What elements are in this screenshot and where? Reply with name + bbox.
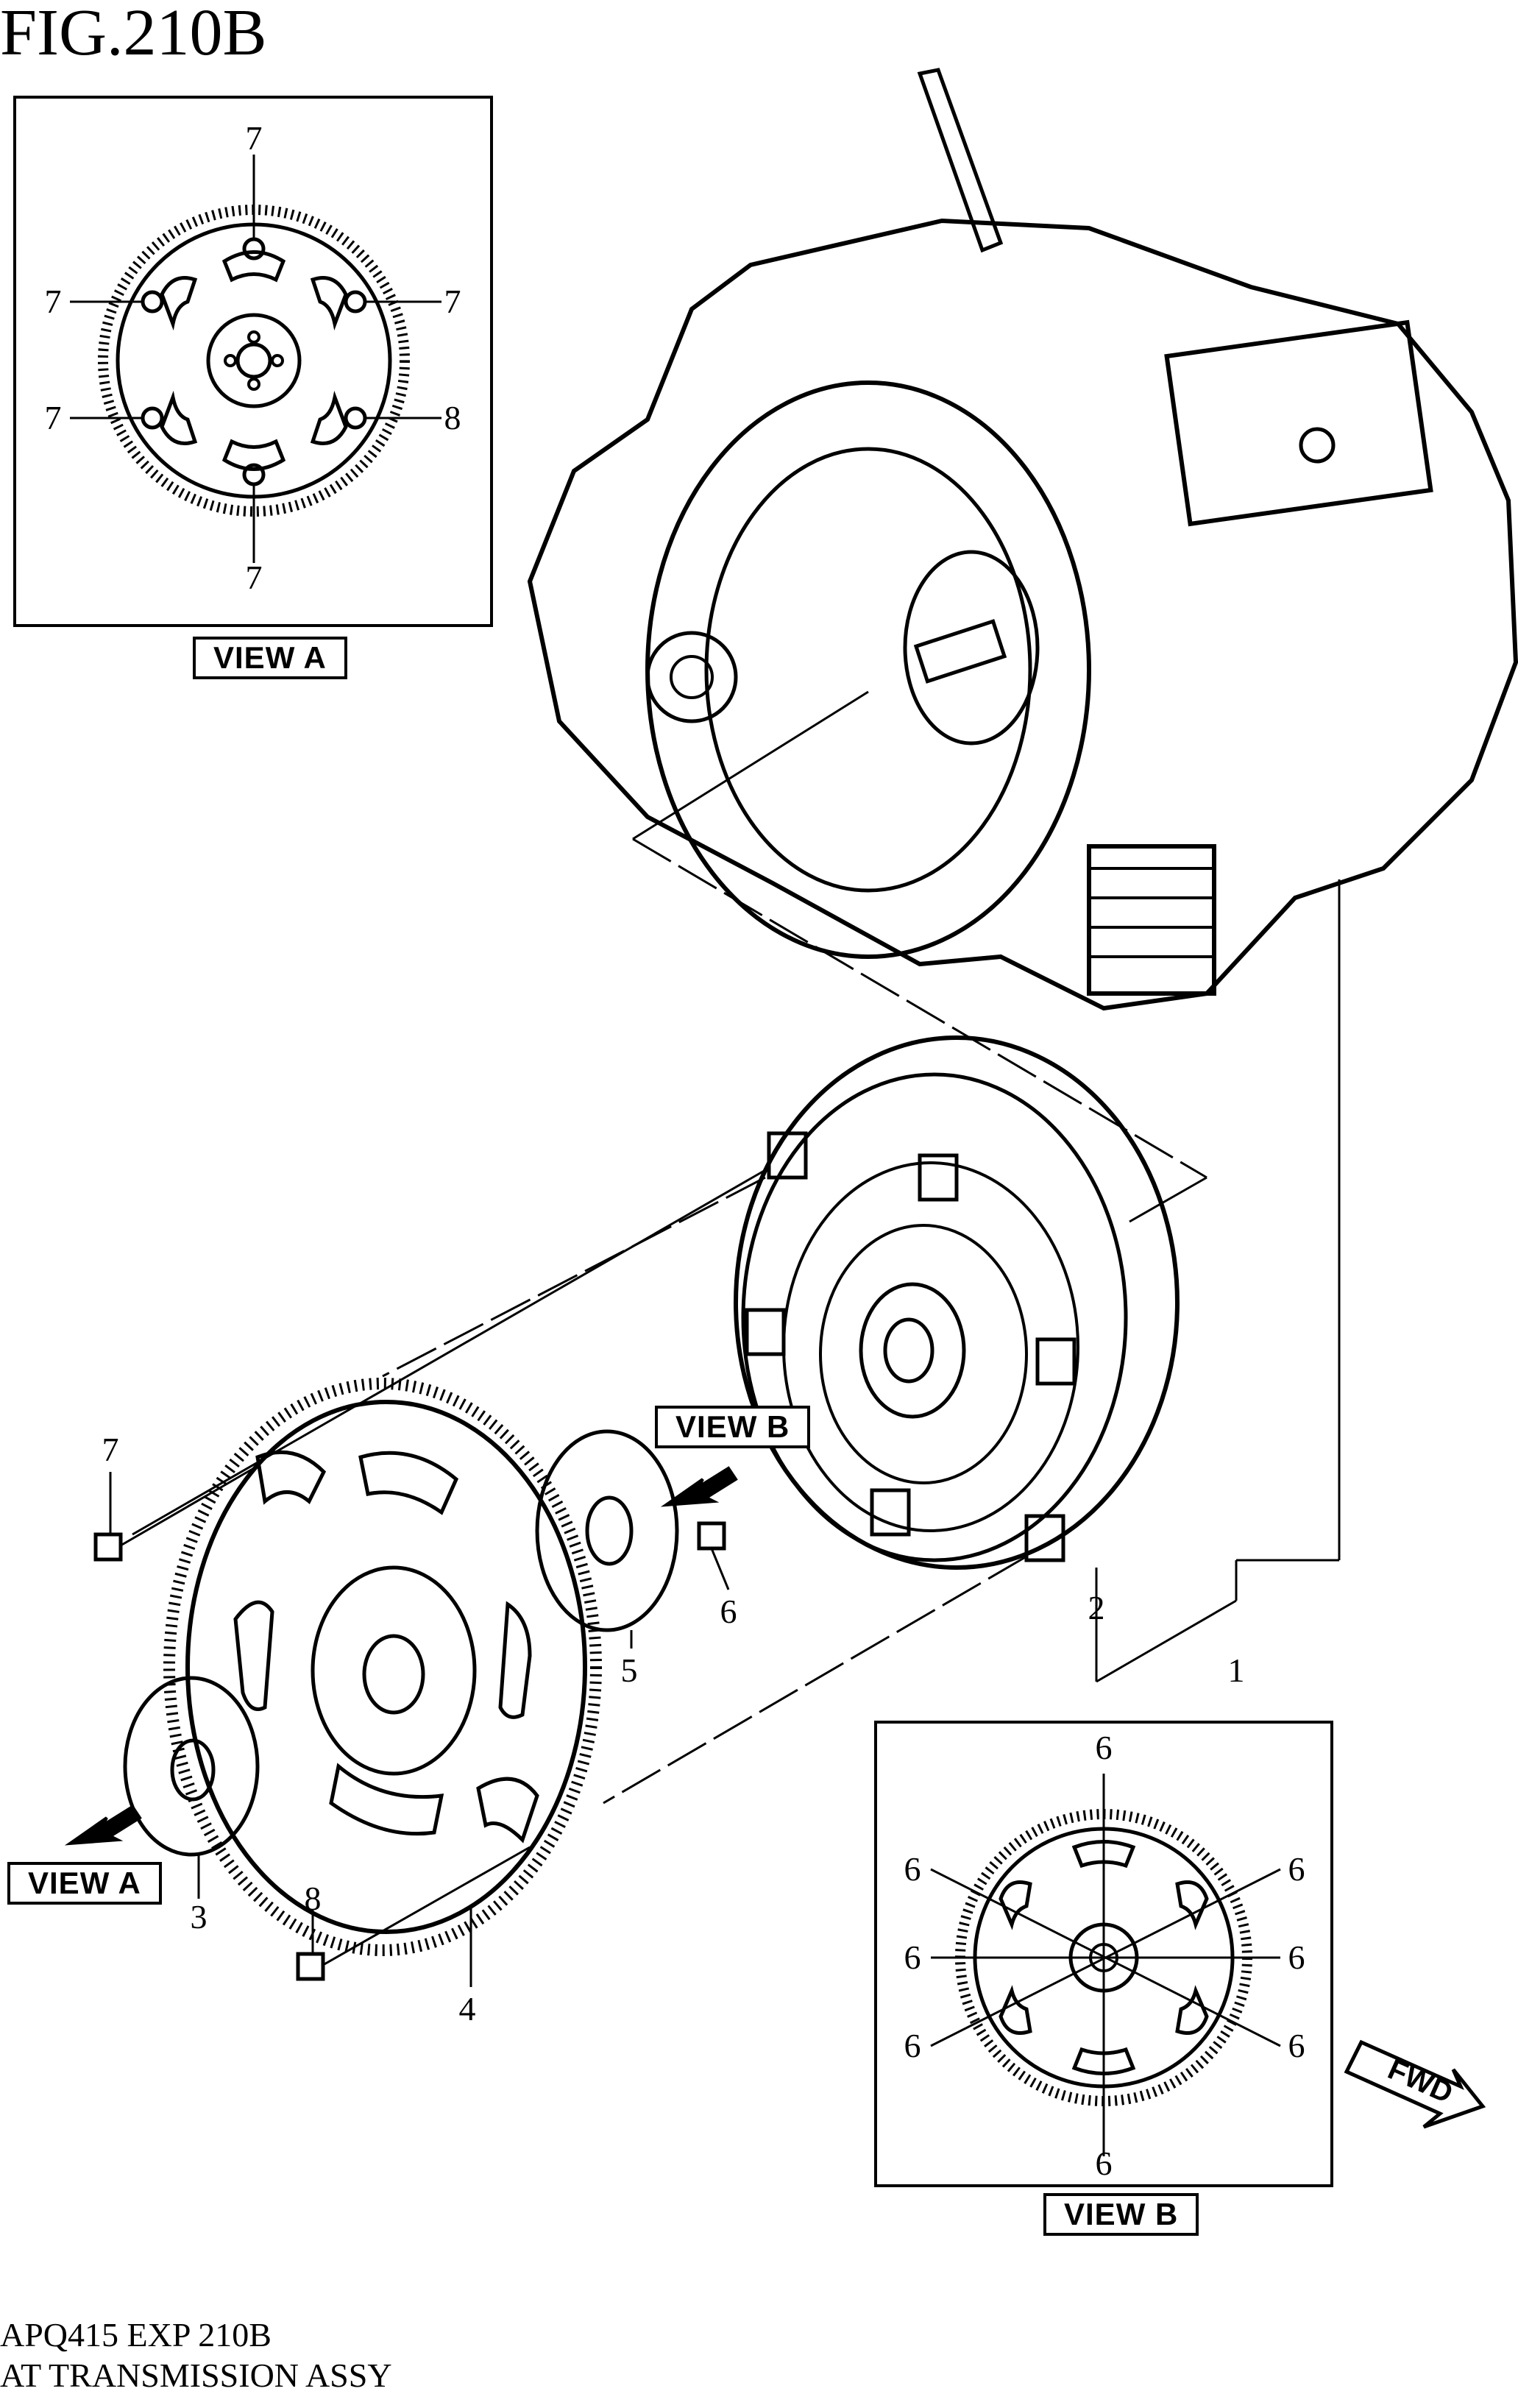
callout-leader-lines: [1095, 879, 1341, 1683]
forward-direction-arrow: FWD: [1344, 2039, 1486, 2129]
callout-flywheel-ring-gear: 4: [458, 1990, 476, 2028]
view-b-label-bottom: VIEW B: [1043, 2193, 1199, 2236]
view-a-label-top: VIEW A: [193, 637, 347, 679]
flywheel-ring-gear-drawing: [163, 1378, 602, 1956]
view-a-flywheel-drawing: [70, 155, 441, 563]
callout-view-a-top: 7: [245, 119, 263, 157]
figure-name: AT TRANSMISSION ASSY: [0, 2356, 392, 2394]
callout-view-b-right-middle: 6: [1288, 1938, 1305, 1976]
bolt-drawings: [93, 1467, 730, 1987]
callout-converter-bolt: 6: [720, 1593, 737, 1630]
callout-view-b-right-upper: 6: [1288, 1850, 1305, 1888]
callout-view-a-left-lower: 7: [44, 399, 62, 436]
callout-view-b-left-upper: 6: [904, 1850, 921, 1888]
callout-view-b-bottom: 6: [1095, 2145, 1113, 2182]
view-pointer-arrows: [64, 1466, 738, 1846]
callout-drive-plate-rear: 3: [190, 1898, 208, 1936]
callout-drive-plate-front: 5: [620, 1651, 638, 1689]
alignment-lines: [132, 690, 1207, 1805]
callout-transmission-assy: 1: [1227, 1651, 1245, 1689]
view-b-inset-frame: [874, 1721, 1333, 2187]
callout-view-b-left-middle: 6: [904, 1938, 921, 1976]
callout-view-a-bottom: 7: [245, 559, 263, 596]
callout-view-b-left-lower: 6: [904, 2027, 921, 2064]
view-a-inset-frame: [13, 96, 493, 627]
callout-view-b-right-lower: 6: [1288, 2027, 1305, 2064]
forward-label: FWD: [1383, 2053, 1458, 2110]
callout-view-a-right-lower: 8: [444, 399, 461, 436]
callout-view-a-left-upper: 7: [44, 283, 62, 320]
callout-flywheel-bolt: 7: [102, 1431, 119, 1468]
callout-flywheel-bolt-alt: 8: [304, 1880, 322, 1917]
view-b-flywheel-drawing: [930, 1774, 1281, 2156]
callout-view-a-right-upper: 7: [444, 283, 461, 320]
figure-code: APQ415 EXP 210B: [0, 2316, 272, 2354]
drive-plate-rear-drawing: [123, 1676, 260, 1857]
drive-plate-front-drawing: [535, 1429, 679, 1632]
view-a-label-side: VIEW A: [7, 1862, 162, 1905]
figure-title: FIG.210B: [0, 0, 267, 69]
view-b-label-side: VIEW B: [655, 1406, 811, 1448]
callout-view-b-top: 6: [1095, 1729, 1113, 1766]
transmission-assembly-drawing: [527, 68, 1518, 1011]
torque-converter-drawing: [734, 1035, 1180, 1570]
callout-torque-converter: 2: [1088, 1589, 1105, 1626]
